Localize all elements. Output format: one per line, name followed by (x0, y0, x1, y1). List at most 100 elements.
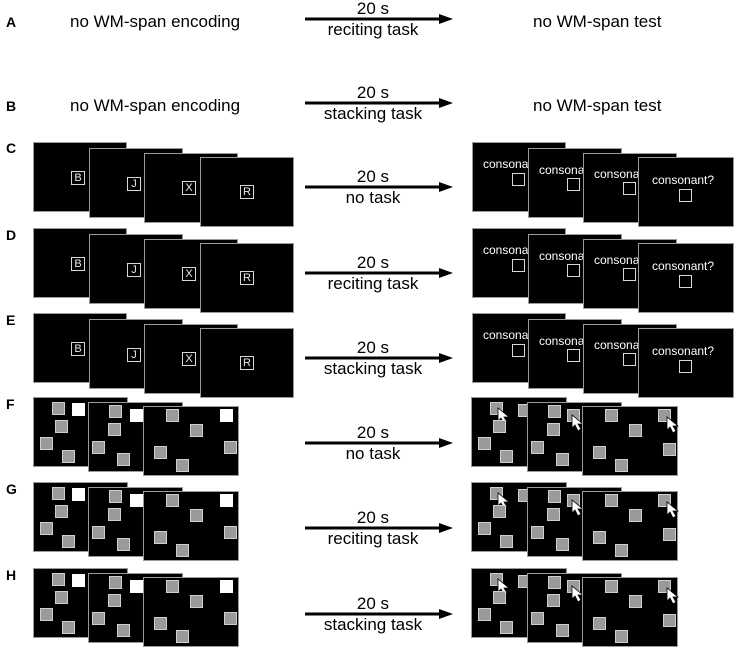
grid-square (547, 423, 560, 436)
grid-square (109, 576, 122, 589)
encoding-screen (143, 406, 239, 476)
letter-box: J (127, 348, 141, 362)
letter-box: X (182, 267, 196, 281)
probe-box (623, 182, 636, 195)
row-f-arrow: 20 s no task (305, 424, 453, 474)
test-screen (582, 577, 680, 647)
grid-square (62, 450, 75, 463)
row-label-e: E (6, 312, 16, 328)
encoding-screen (143, 577, 239, 647)
probe-box (512, 173, 525, 186)
grid-square (166, 494, 179, 507)
row-b-encoding-text: no WM-span encoding (70, 96, 241, 115)
letter-box: X (182, 181, 196, 195)
grid-square (109, 490, 122, 503)
grid-square (478, 522, 491, 535)
grid-square (593, 531, 606, 544)
grid-square (62, 535, 75, 548)
letter-box: B (71, 257, 85, 271)
row-label-c: C (6, 140, 17, 156)
grid-square (493, 505, 506, 518)
grid-square (556, 453, 569, 466)
grid-square (40, 437, 53, 450)
grid-square (224, 526, 237, 539)
highlighted-square (220, 494, 233, 507)
highlighted-square (72, 403, 85, 416)
row-d-arrow: 20 s reciting task (305, 254, 453, 304)
grid-square (224, 612, 237, 625)
grid-square (493, 591, 506, 604)
grid-square (117, 624, 130, 637)
grid-square (531, 612, 544, 625)
probe-box (567, 349, 580, 362)
row-a-encoding-text: no WM-span encoding (70, 12, 241, 31)
row-e-arrow: 20 s stacking task (305, 339, 453, 389)
grid-square (531, 526, 544, 539)
grid-square (190, 595, 203, 608)
grid-square (166, 580, 179, 593)
grid-square (548, 405, 561, 418)
row-d-task-label: reciting task (327, 274, 419, 293)
row-a-delay-label: 20 s (356, 0, 390, 18)
row-h-delay-label: 20 s (356, 594, 390, 613)
grid-square (92, 526, 105, 539)
grid-square (629, 509, 642, 522)
grid-square (40, 522, 53, 535)
row-g-arrow: 20 s reciting task (305, 509, 453, 559)
highlighted-square (130, 409, 143, 422)
right-arrow-icon (305, 438, 453, 448)
probe-box (512, 259, 525, 272)
grid-square (548, 490, 561, 503)
encoding-screen: R (200, 243, 294, 313)
right-arrow-icon (305, 14, 453, 24)
grid-square (55, 420, 68, 433)
grid-square (500, 535, 513, 548)
grid-square (55, 591, 68, 604)
grid-square (548, 576, 561, 589)
grid-square (493, 420, 506, 433)
highlighted-square (220, 409, 233, 422)
grid-square (52, 573, 65, 586)
highlighted-square (130, 494, 143, 507)
row-label-b: B (6, 98, 17, 114)
row-f-task-label: no task (345, 444, 401, 463)
grid-square (556, 624, 569, 637)
row-a-task-label: reciting task (327, 20, 419, 39)
probe-box (512, 344, 525, 357)
right-arrow-icon (305, 268, 453, 278)
encoding-screen (88, 402, 183, 472)
row-d-delay-label: 20 s (356, 253, 390, 272)
grid-square (478, 608, 491, 621)
highlighted-square (130, 580, 143, 593)
grid-square (117, 453, 130, 466)
grid-square (500, 621, 513, 634)
grid-square (62, 621, 75, 634)
grid-square (92, 612, 105, 625)
row-c-delay-label: 20 s (356, 167, 390, 186)
row-b-task-label: stacking task (323, 104, 423, 123)
right-arrow-icon (305, 353, 453, 363)
grid-square (556, 538, 569, 551)
row-b-arrow: 20 s stacking task (305, 84, 453, 134)
grid-square (593, 446, 606, 459)
row-label-g: G (6, 481, 17, 497)
test-screen: consonant? (638, 157, 734, 227)
grid-square (615, 544, 628, 557)
row-b-test-text: no WM-span test (533, 96, 662, 115)
encoding-screen: R (200, 157, 294, 227)
row-g-task-label: reciting task (327, 529, 419, 548)
grid-square (108, 423, 121, 436)
grid-square (547, 508, 560, 521)
grid-square (615, 630, 628, 643)
letter-box: B (71, 171, 85, 185)
probe-question: consonant? (652, 259, 715, 273)
right-arrow-icon (305, 182, 453, 192)
row-e-delay-label: 20 s (356, 338, 390, 357)
row-c-arrow: 20 s no task (305, 168, 453, 218)
grid-square (500, 450, 513, 463)
probe-box (567, 178, 580, 191)
row-label-d: D (6, 227, 17, 243)
grid-square (166, 409, 179, 422)
grid-square (605, 580, 618, 593)
